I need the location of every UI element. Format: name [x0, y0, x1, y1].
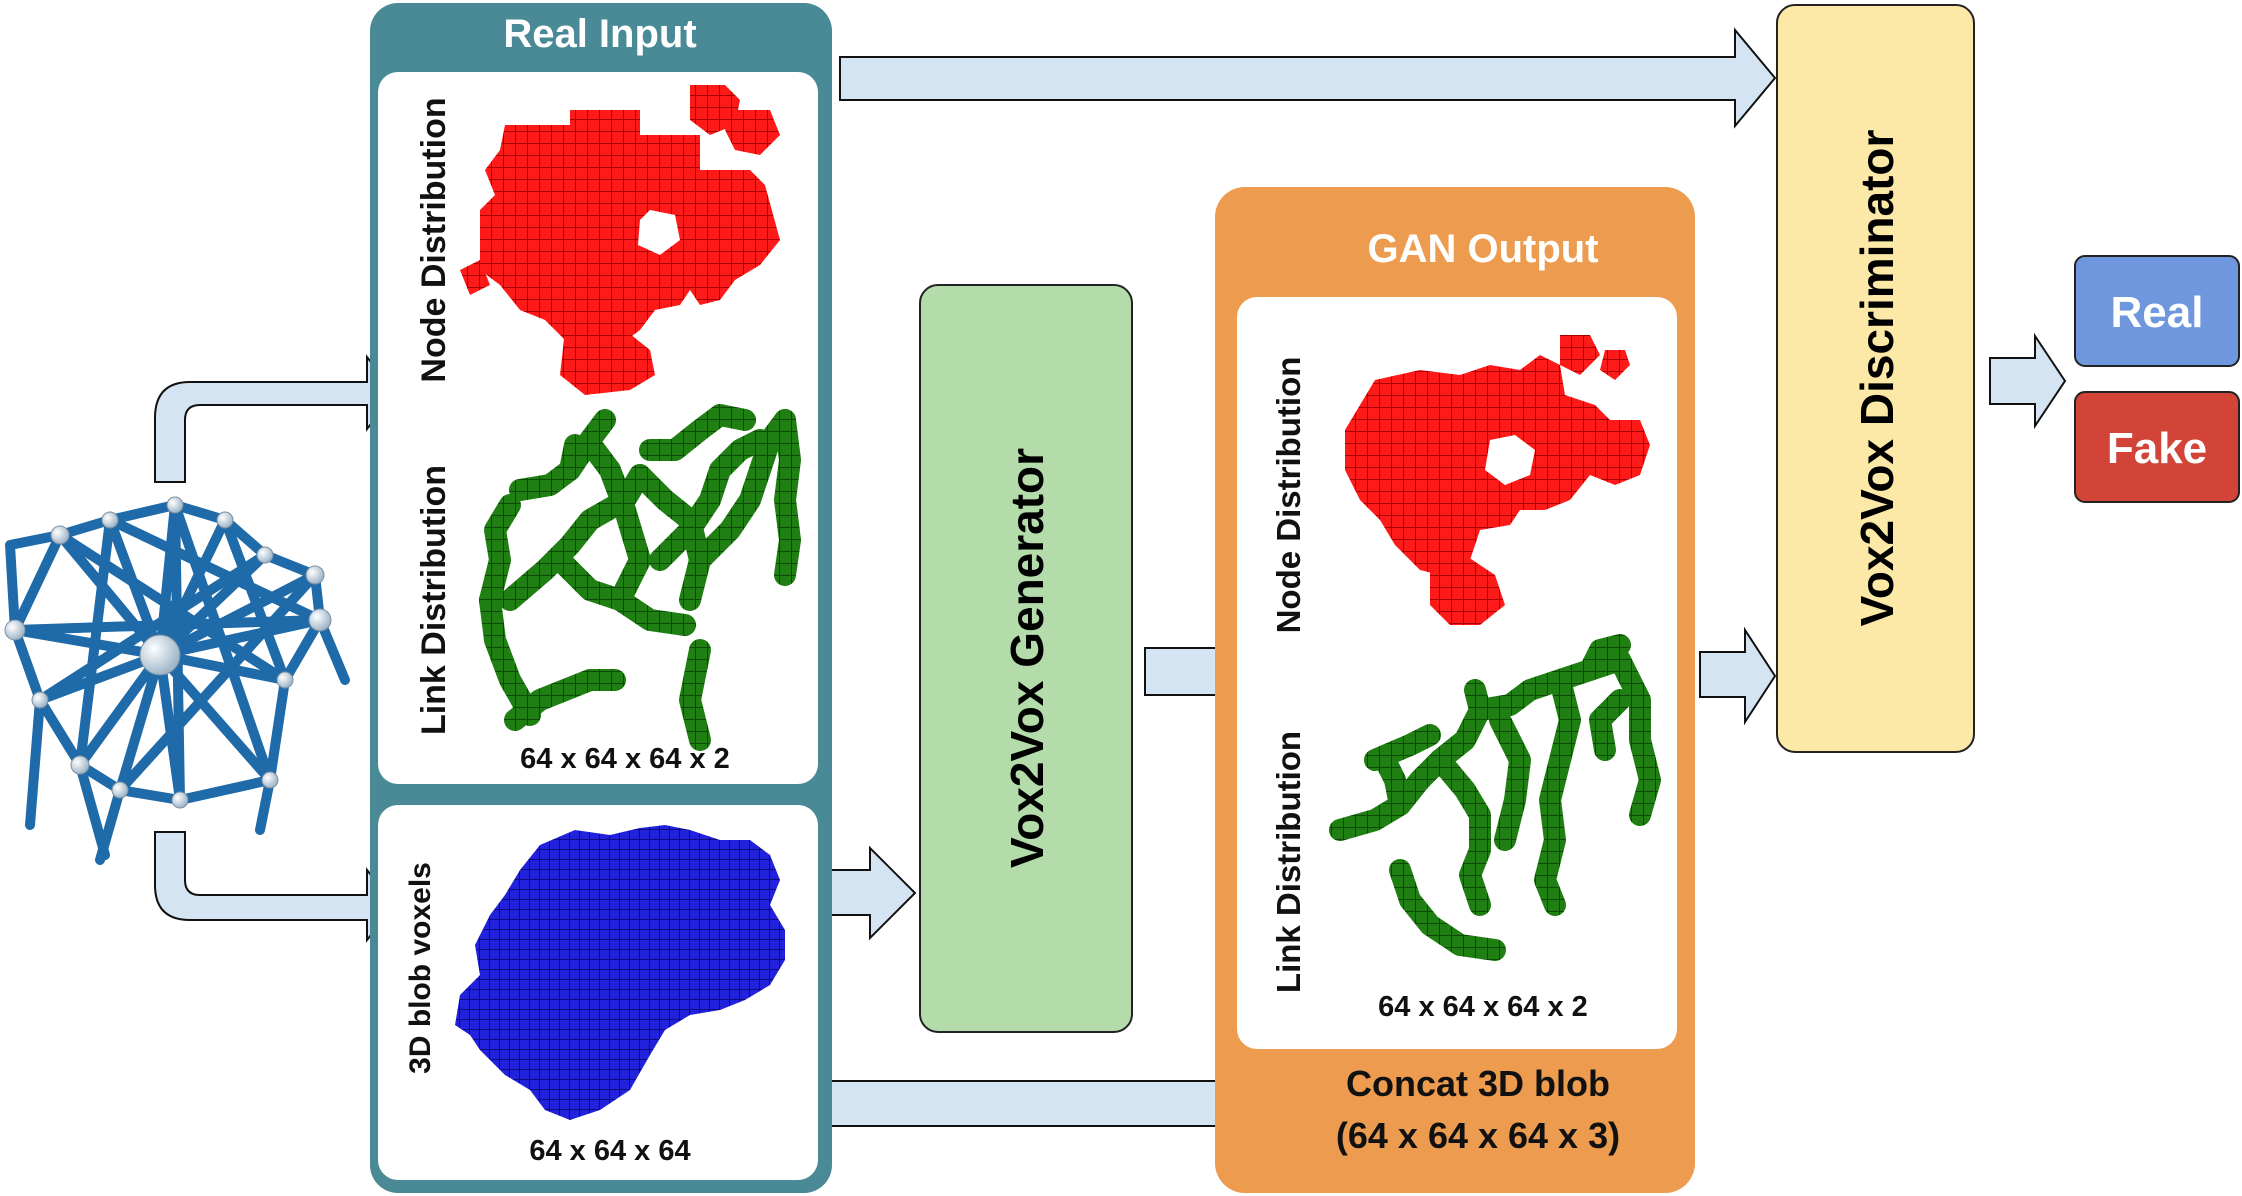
real-input-title: Real Input: [503, 12, 696, 56]
fake-output-label: Fake: [2107, 424, 2207, 473]
vox2vox-generator-block: Vox2Vox Generator: [919, 284, 1133, 1033]
real-output-label: Real: [2111, 288, 2204, 337]
real-node-distribution-label: Node Distribution: [415, 97, 453, 382]
real-input-panel: Real Input Node Distribution Link Distri…: [370, 3, 832, 1193]
real-output-box: Real: [2074, 255, 2240, 367]
arrow-real-input-to-discriminator: [839, 27, 1777, 129]
vox2vox-generator-label: Vox2Vox Generator: [1001, 448, 1053, 868]
blob-voxels-label: 3D blob voxels: [404, 862, 437, 1074]
vox2vox-discriminator-block: Vox2Vox Discriminator: [1776, 4, 1975, 753]
gan-output-title: GAN Output: [1367, 227, 1598, 271]
fake-output-box: Fake: [2074, 391, 2240, 503]
gan-node-distribution-voxels: [1345, 335, 1650, 625]
blob-voxels: [455, 825, 785, 1120]
real-node-distribution-voxels: [460, 85, 780, 395]
arrow-network-to-real-input: [154, 354, 397, 483]
arrow-discriminator-to-output: [1989, 332, 2067, 430]
blob-dims: 64 x 64 x 64: [529, 1135, 690, 1167]
arrow-network-to-blob: [154, 831, 397, 943]
gan-output-dims: 64 x 64 x 64 x 2: [1378, 991, 1588, 1023]
gan-output-panel: GAN Output Node Distribution Link Distri…: [1215, 187, 1695, 1193]
gan-link-distribution-voxels: [1329, 634, 1661, 961]
network-graph-icon: [5, 500, 350, 865]
arrow-blob-to-concat: [804, 1055, 1287, 1151]
network-node-spheres: [4, 496, 332, 809]
vox2vox-discriminator-label: Vox2Vox Discriminator: [1851, 130, 1903, 627]
arrow-gan-output-to-discriminator: [1699, 626, 1777, 726]
gan-node-distribution-label: Node Distribution: [1270, 357, 1307, 634]
concat-label-line1: Concat 3D blob: [1346, 1063, 1610, 1104]
concat-label-line2: (64 x 64 x 64 x 3): [1336, 1115, 1620, 1156]
real-link-distribution-label: Link Distribution: [415, 465, 453, 735]
real-link-distribution-voxels: [479, 404, 801, 751]
gan-link-distribution-label: Link Distribution: [1270, 731, 1307, 993]
